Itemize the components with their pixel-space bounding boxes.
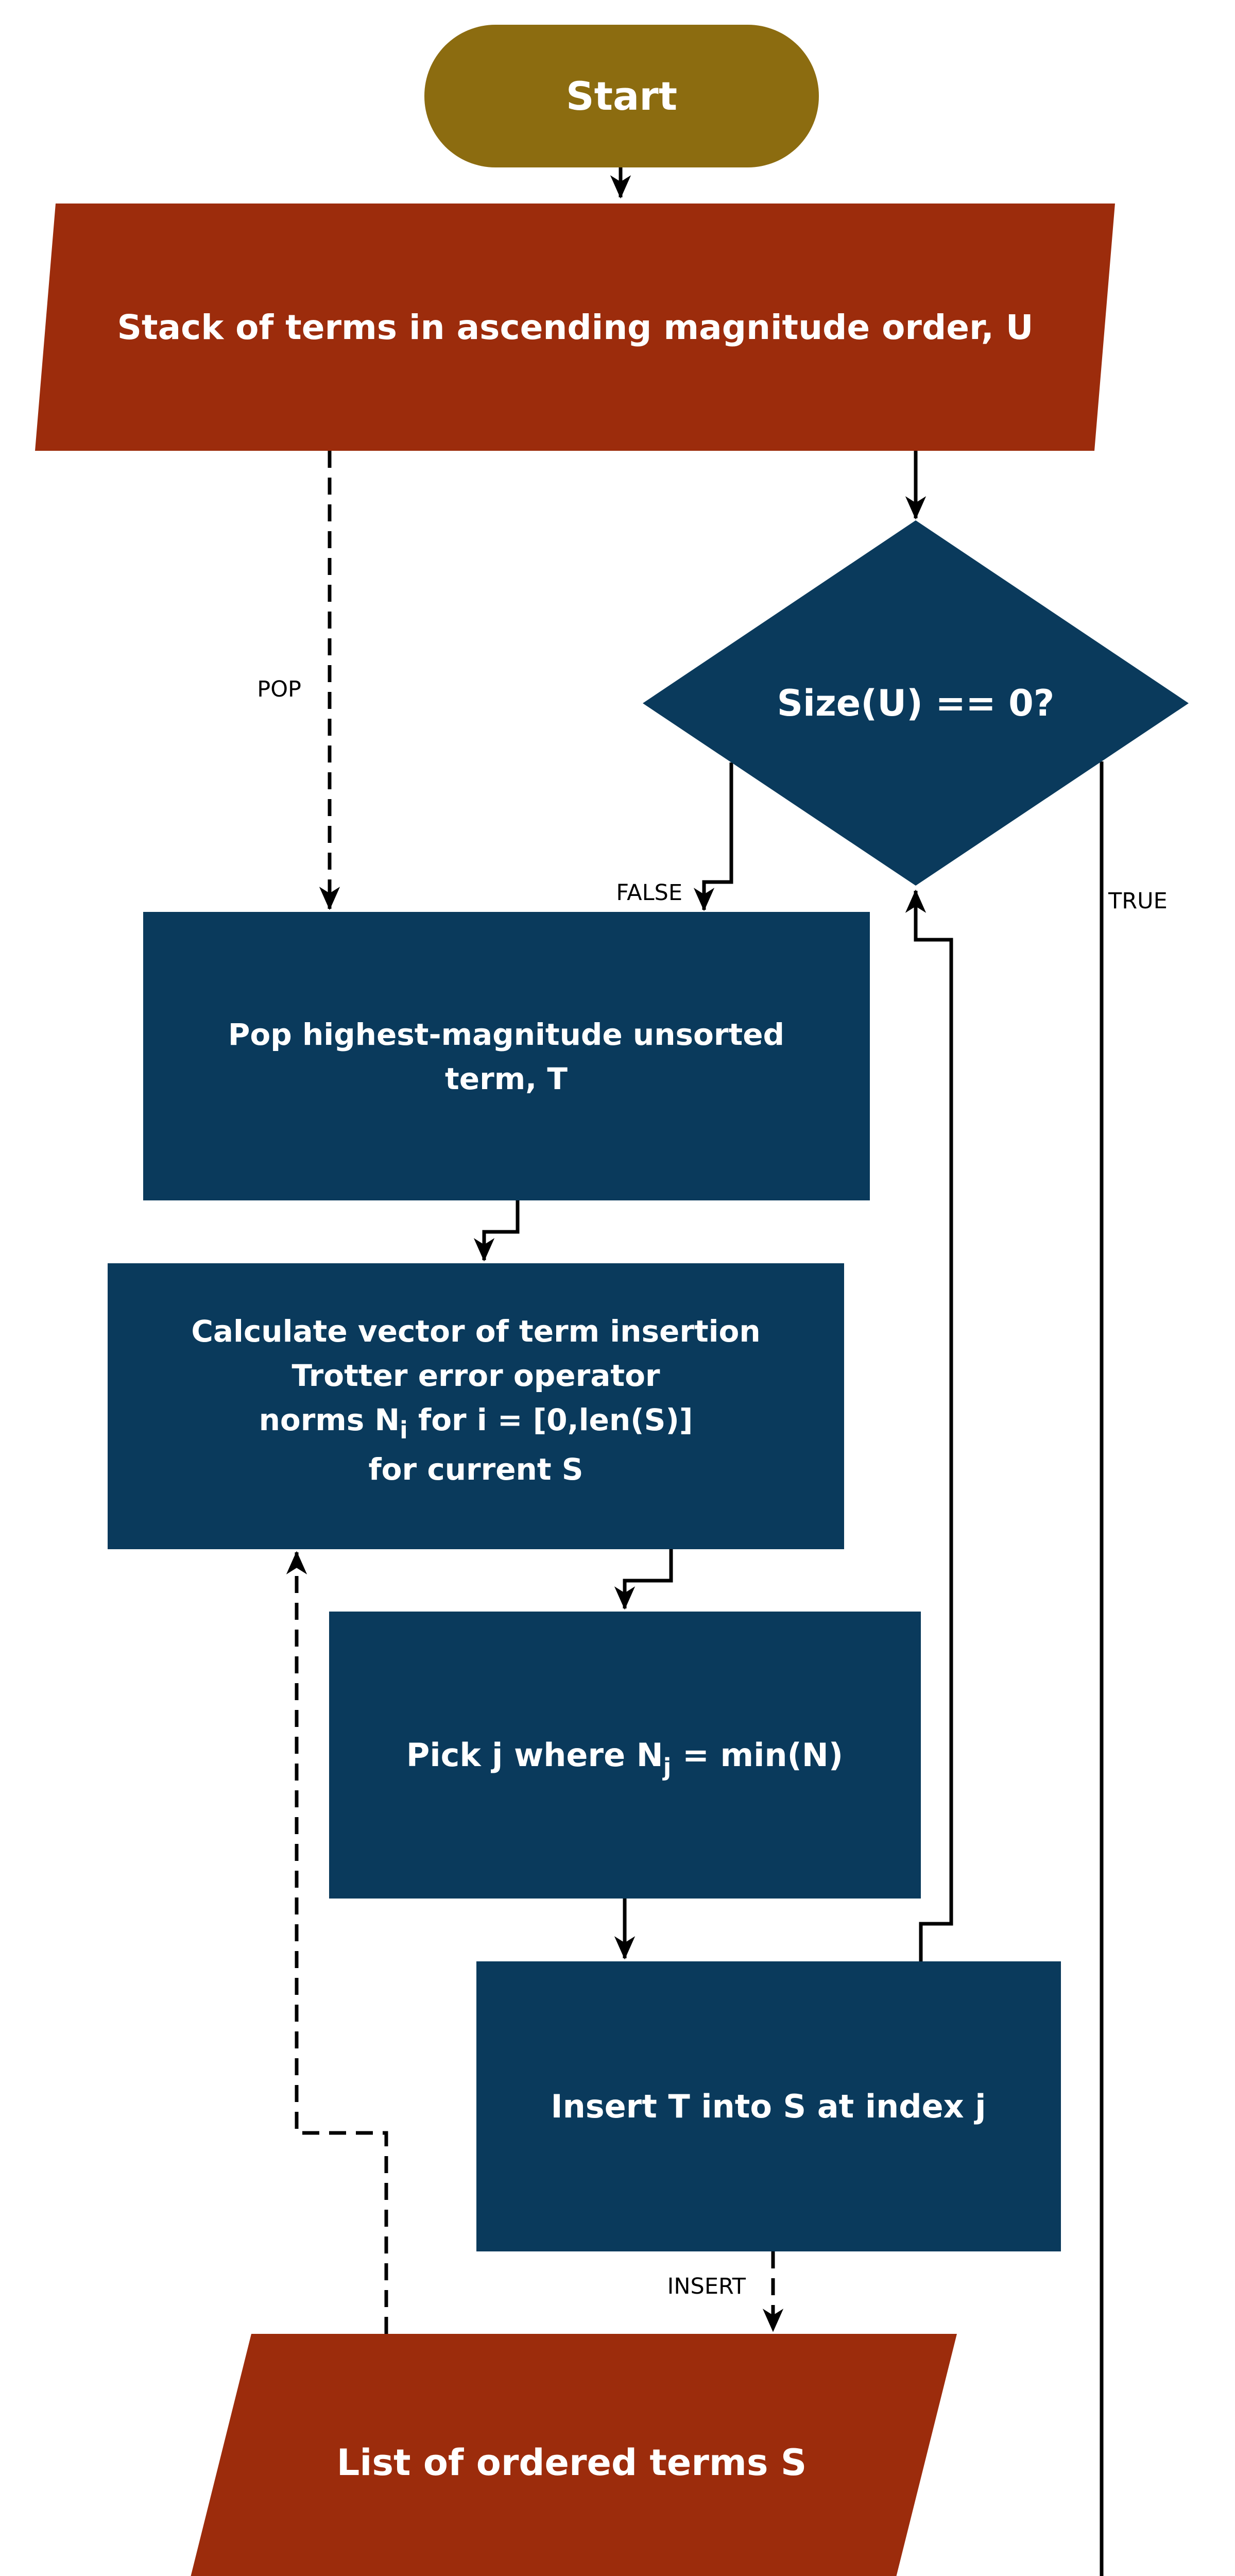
size-check-shape [643, 520, 1189, 886]
insert-shape [476, 1961, 1061, 2251]
calc-label-line4: for current S [368, 1452, 583, 1487]
edge-list-feedback-to-calc [286, 1551, 388, 2334]
node-list-s: List of ordered terms S [191, 2334, 957, 2576]
insert-label: Insert T into S at index j [551, 2088, 986, 2125]
node-insert: Insert T into S at index j [476, 1961, 1061, 2251]
list-s-shape [191, 2334, 957, 2576]
size-check-label: Size(U) == 0? [777, 682, 1055, 724]
pop-label-line1: Pop highest-magnitude unsorted [228, 1017, 784, 1052]
node-size-check: Size(U) == 0? [643, 520, 1189, 886]
node-calc: Calculate vector of term insertion Trott… [108, 1263, 844, 1549]
edge-false-branch [693, 762, 733, 911]
node-stack-u: Stack of terms in ascending magnitude or… [35, 204, 1115, 451]
start-shape [424, 25, 819, 167]
stack-u-shape [35, 204, 1115, 451]
edge-insert-loop-to-decision [905, 889, 953, 1961]
pop-label-line2: term, T [445, 1061, 568, 1096]
calc-shape [108, 1263, 844, 1549]
edge-label-pop: POP [257, 676, 301, 702]
list-s-label: List of ordered terms S [337, 2442, 807, 2484]
pop-shape [143, 912, 870, 1200]
edge-pop-to-calc [473, 1200, 520, 1262]
pick-shape [329, 1612, 921, 1899]
edge-label-true: TRUE [1108, 888, 1168, 914]
edge-label-insert: INSERT [667, 2274, 746, 2299]
calc-label-line3: norms Ni for i = [0,len(S)] [259, 1402, 693, 1444]
edge-label-false: FALSE [616, 880, 682, 906]
start-label: Start [566, 73, 677, 119]
node-start: Start [424, 25, 819, 167]
calc-label-line2: Trotter error operator [291, 1358, 660, 1393]
calc-label-line1: Calculate vector of term insertion [191, 1314, 760, 1349]
pick-label: Pick j where Nj = min(N) [406, 1736, 843, 1781]
stack-u-label: Stack of terms in ascending magnitude or… [117, 308, 1034, 347]
node-pick: Pick j where Nj = min(N) [329, 1612, 921, 1899]
node-pop: Pop highest-magnitude unsorted term, T [143, 912, 870, 1200]
edge-calc-to-pick [614, 1549, 673, 1610]
